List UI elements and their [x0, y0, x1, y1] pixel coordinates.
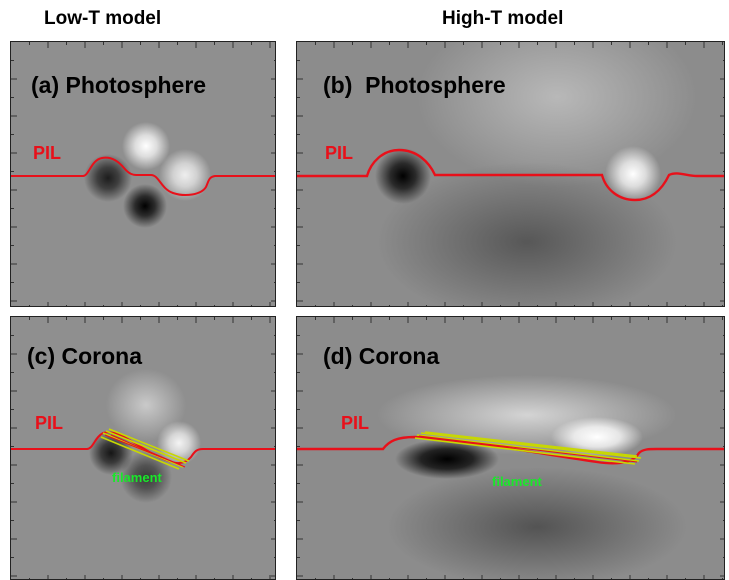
panel-a-low-t-photosphere: (a) Photosphere PIL	[10, 41, 276, 307]
pil-line	[297, 435, 724, 465]
axis-ticks	[297, 317, 724, 579]
flux-rope-field-lines	[100, 428, 190, 470]
panel-c-image	[11, 317, 275, 579]
panel-b-label: (b)	[323, 72, 353, 98]
column-title-high-t: High-T model	[442, 8, 564, 29]
axis-ticks	[297, 42, 724, 306]
filament-label: filament	[492, 474, 542, 489]
panel-b-image	[297, 42, 724, 306]
pil-label: PIL	[341, 413, 370, 433]
panel-c-label: (c)	[27, 343, 56, 369]
panel-d-high-t-corona: (d) Corona PIL filament	[296, 316, 725, 580]
panel-a-title: Photosphere	[65, 72, 207, 98]
pil-label: PIL	[325, 143, 354, 163]
panel-b-high-t-photosphere: (b) Photosphere PIL	[296, 41, 725, 307]
filament-label: filament	[112, 470, 162, 485]
axis-ticks	[11, 317, 275, 579]
panel-d-image	[297, 317, 724, 579]
pil-line	[11, 156, 275, 196]
panel-a-label: (a)	[31, 72, 60, 98]
panel-d-title: Corona	[358, 343, 440, 369]
pil-label: PIL	[33, 143, 62, 163]
panel-a-image	[11, 42, 275, 306]
panel-c-low-t-corona: (c) Corona PIL filament	[10, 316, 276, 580]
pil-line	[297, 148, 724, 202]
pil-label: PIL	[35, 413, 64, 433]
panel-c-title: Corona	[61, 343, 143, 369]
panel-b-title: Photosphere	[365, 72, 506, 98]
column-title-low-t: Low-T model	[44, 8, 162, 29]
axis-ticks	[11, 42, 275, 306]
flux-rope-field-lines	[414, 431, 642, 465]
panel-d-label: (d)	[323, 343, 353, 369]
